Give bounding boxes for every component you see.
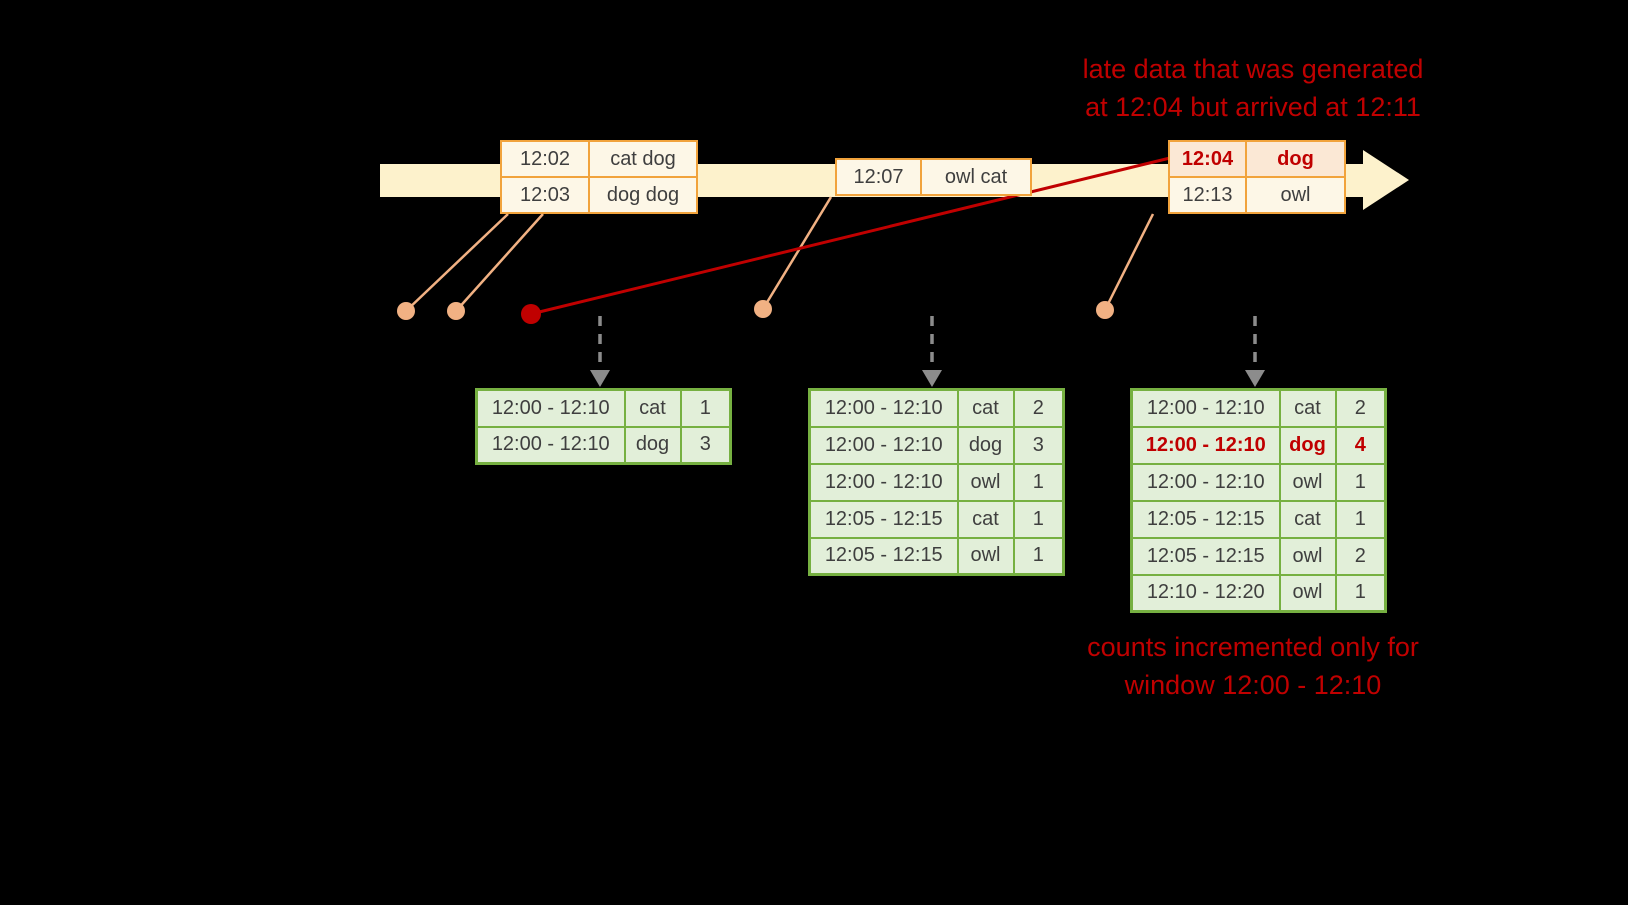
result-row: 12:05 - 12:15 cat 1 (1130, 499, 1387, 539)
result-table-3: 12:00 - 12:10 cat 2 12:00 - 12:10 dog 4 … (1130, 388, 1387, 613)
late-data-annotation-line2: at 12:04 but arrived at 12:11 (1085, 92, 1421, 122)
result-row: 12:00 - 12:10 cat 2 (808, 388, 1065, 428)
event-time-cell: 12:02 (500, 140, 590, 178)
count-cell: 1 (1334, 499, 1387, 539)
window-cell: 12:00 - 12:10 (1130, 425, 1281, 465)
word-cell: cat (1278, 499, 1337, 539)
count-cell: 2 (1012, 388, 1065, 428)
result-row: 12:00 - 12:10 owl 1 (808, 462, 1065, 502)
window-cell: 12:00 - 12:10 (808, 388, 959, 428)
event-time-cell: 12:07 (835, 158, 922, 196)
event-dot (754, 300, 772, 318)
event-time-cell: 12:04 (1168, 140, 1247, 178)
incremented-result-row: 12:00 - 12:10 dog 4 (1130, 425, 1387, 465)
count-cell: 2 (1334, 388, 1387, 428)
event-connector-line (455, 213, 544, 312)
late-data-annotation: late data that was generated at 12:04 bu… (1013, 50, 1493, 126)
result-row: 12:05 - 12:15 cat 1 (808, 499, 1065, 539)
counts-annotation-line2: window 12:00 - 12:10 (1124, 670, 1382, 700)
event-connector-line (1103, 213, 1155, 311)
window-cell: 12:00 - 12:10 (808, 462, 959, 502)
word-cell: cat (956, 388, 1015, 428)
event-row: 12:13 owl (1168, 176, 1346, 214)
word-cell: dog (956, 425, 1015, 465)
result-row: 12:00 - 12:10 dog 3 (808, 425, 1065, 465)
event-connector-line (405, 213, 509, 312)
event-time-cell: 12:13 (1168, 176, 1247, 214)
window-cell: 12:05 - 12:15 (808, 536, 959, 576)
count-cell: 1 (1334, 462, 1387, 502)
word-cell: dog (1278, 425, 1337, 465)
result-row: 12:05 - 12:15 owl 2 (1130, 536, 1387, 576)
event-box-3: 12:04 dog 12:13 owl (1168, 140, 1346, 214)
count-cell: 1 (1012, 462, 1065, 502)
event-row: 12:02 cat dog (500, 140, 698, 178)
counts-annotation-line1: counts incremented only for (1087, 632, 1419, 662)
counts-annotation: counts incremented only for window 12:00… (1013, 628, 1493, 704)
late-event-dot (521, 304, 541, 324)
word-cell: owl (956, 462, 1015, 502)
word-cell: cat (1278, 388, 1337, 428)
result-row: 12:00 - 12:10 cat 2 (1130, 388, 1387, 428)
word-cell: dog (623, 425, 682, 465)
result-row: 12:00 - 12:10 dog 3 (475, 425, 732, 465)
word-cell: owl (1278, 462, 1337, 502)
word-cell: cat (623, 388, 682, 428)
word-cell: cat (956, 499, 1015, 539)
count-cell: 2 (1334, 536, 1387, 576)
result-table-1: 12:00 - 12:10 cat 1 12:00 - 12:10 dog 3 (475, 388, 732, 465)
trigger-arrowhead-icon (1245, 370, 1265, 387)
event-words-cell: dog (1245, 140, 1346, 178)
word-cell: owl (956, 536, 1015, 576)
event-dot (447, 302, 465, 320)
result-row: 12:10 - 12:20 owl 1 (1130, 573, 1387, 613)
late-event-row: 12:04 dog (1168, 140, 1346, 178)
window-cell: 12:10 - 12:20 (1130, 573, 1281, 613)
count-cell: 1 (1012, 499, 1065, 539)
trigger-arrowhead-icon (590, 370, 610, 387)
count-cell: 3 (679, 425, 732, 465)
window-cell: 12:00 - 12:10 (808, 425, 959, 465)
window-cell: 12:00 - 12:10 (475, 425, 626, 465)
count-cell: 1 (679, 388, 732, 428)
event-box-2: 12:07 owl cat (835, 158, 1032, 196)
window-cell: 12:00 - 12:10 (1130, 462, 1281, 502)
count-cell: 1 (1012, 536, 1065, 576)
result-row: 12:00 - 12:10 owl 1 (1130, 462, 1387, 502)
event-row: 12:03 dog dog (500, 176, 698, 214)
event-words-cell: owl (1245, 176, 1346, 214)
word-cell: owl (1278, 536, 1337, 576)
event-dot (1096, 301, 1114, 319)
count-cell: 4 (1334, 425, 1387, 465)
window-cell: 12:05 - 12:15 (1130, 499, 1281, 539)
late-data-connector-line (530, 156, 1171, 316)
event-row: 12:07 owl cat (835, 158, 1032, 196)
count-cell: 3 (1012, 425, 1065, 465)
event-box-1: 12:02 cat dog 12:03 dog dog (500, 140, 698, 214)
result-row: 12:05 - 12:15 owl 1 (808, 536, 1065, 576)
timeline-arrowhead-icon (1363, 150, 1409, 210)
window-cell: 12:00 - 12:10 (1130, 388, 1281, 428)
window-cell: 12:05 - 12:15 (808, 499, 959, 539)
count-cell: 1 (1334, 573, 1387, 613)
word-cell: owl (1278, 573, 1337, 613)
event-time-cell: 12:03 (500, 176, 590, 214)
event-words-cell: dog dog (588, 176, 698, 214)
trigger-arrowhead-icon (922, 370, 942, 387)
late-data-annotation-line1: late data that was generated (1082, 54, 1424, 84)
event-dot (397, 302, 415, 320)
event-words-cell: owl cat (920, 158, 1032, 196)
window-cell: 12:00 - 12:10 (475, 388, 626, 428)
window-cell: 12:05 - 12:15 (1130, 536, 1281, 576)
result-row: 12:00 - 12:10 cat 1 (475, 388, 732, 428)
result-table-2: 12:00 - 12:10 cat 2 12:00 - 12:10 dog 3 … (808, 388, 1065, 576)
event-connector-line (761, 196, 833, 310)
event-words-cell: cat dog (588, 140, 698, 178)
